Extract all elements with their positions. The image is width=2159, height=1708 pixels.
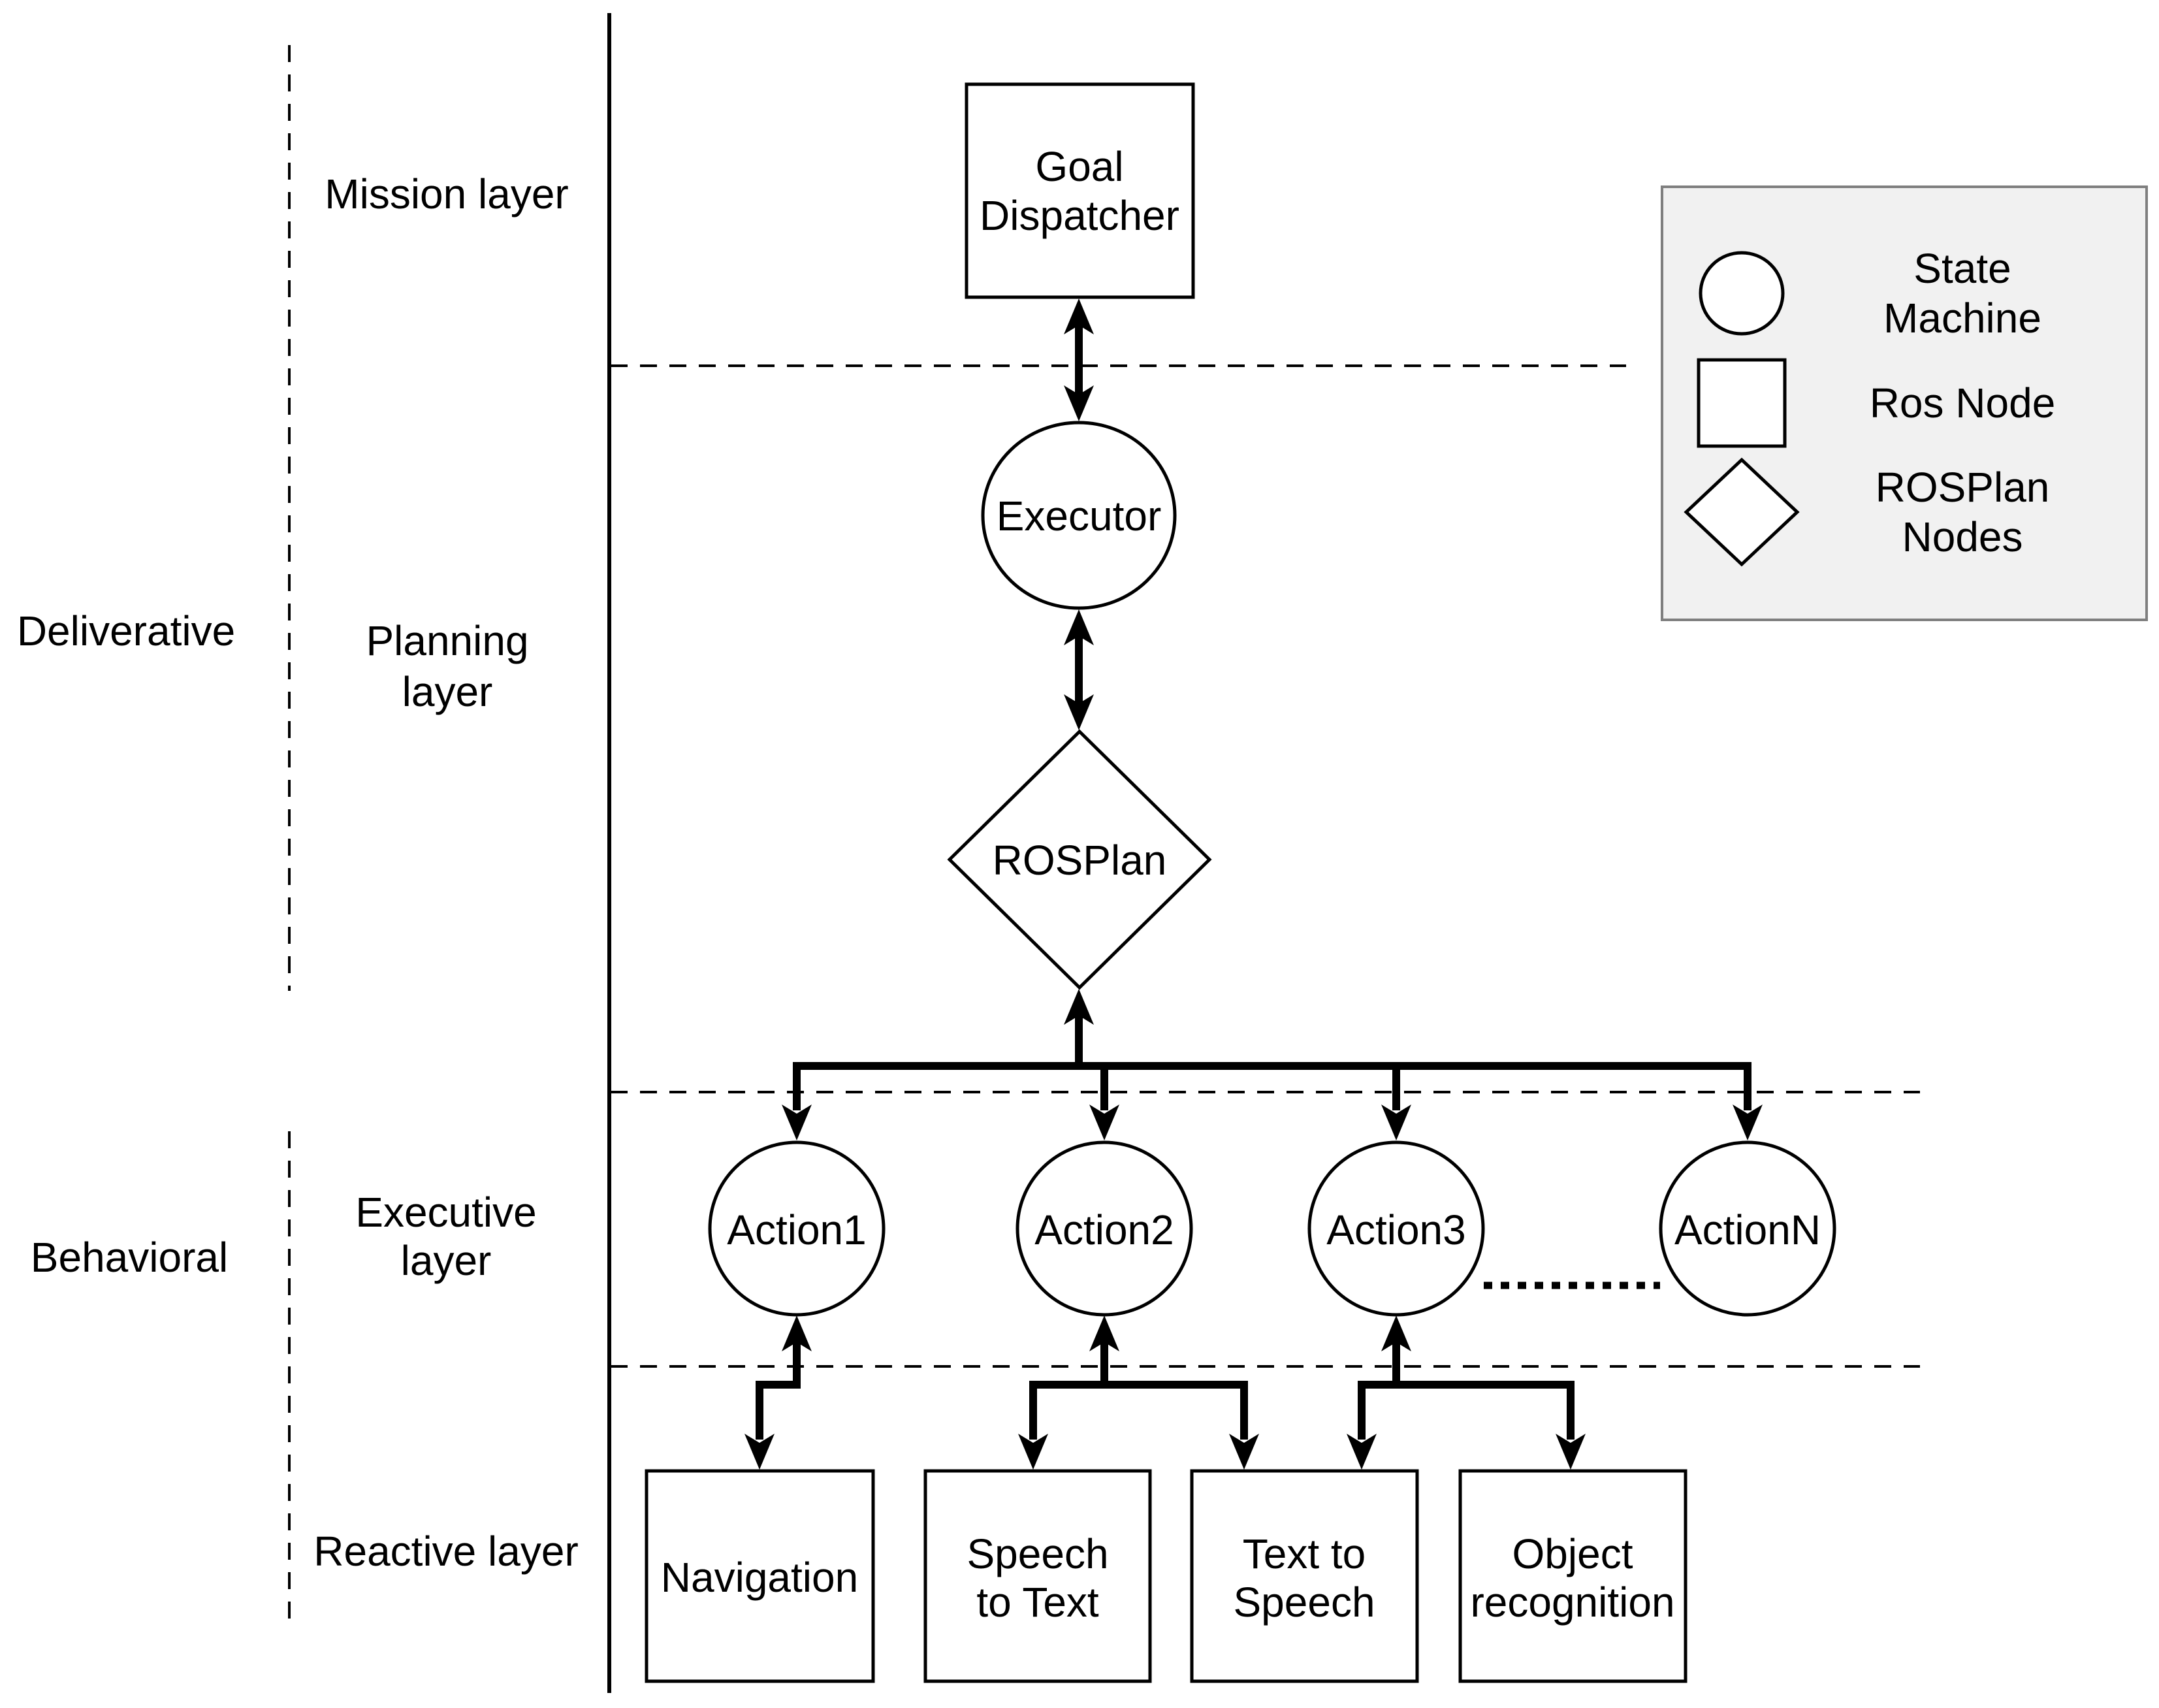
layer-label-planning-line1: Planning	[366, 617, 528, 664]
action1-label: Action1	[727, 1206, 866, 1253]
arrow-up-icon	[782, 1315, 812, 1351]
layer-label-mission: Mission layer	[325, 170, 568, 218]
ros-node-square-icon	[1697, 358, 1787, 448]
state-machine-circle-icon	[1699, 251, 1785, 336]
action2-label: Action2	[1034, 1206, 1174, 1253]
arrow-up-icon	[1064, 298, 1094, 334]
navigation-label: Navigation	[661, 1554, 858, 1601]
legend: State Machine Ros Node ROSPlan Nodes	[1661, 185, 2148, 621]
layer-label-planning-line2: layer	[402, 668, 493, 715]
layer-label-executive-line1: Executive	[355, 1189, 536, 1236]
arrow-down-icon	[1064, 694, 1094, 730]
arrow-down-icon	[1556, 1434, 1586, 1470]
goal-dispatcher-label-line2: Dispatcher	[980, 192, 1179, 239]
text-to-speech-box	[1190, 1469, 1419, 1683]
actionN-label: ActionN	[1674, 1206, 1821, 1253]
text-to-speech-label-line2: Speech	[1233, 1579, 1375, 1626]
rosplan-diamond	[947, 729, 1212, 990]
rosplan-nodes-diamond-icon	[1684, 457, 1800, 567]
group-label-behavioral: Behavioral	[31, 1234, 228, 1281]
arrow-up-icon	[1064, 609, 1094, 645]
rosplan-actions-connector	[782, 989, 1763, 1140]
action1-circle	[708, 1140, 886, 1317]
speech-to-text-label-line2: to Text	[976, 1579, 1099, 1626]
arrow-down-icon	[1064, 385, 1094, 421]
layer-label-executive-line2: layer	[401, 1237, 492, 1284]
speech-to-text-box	[923, 1469, 1152, 1683]
arrow-down-icon	[1089, 1104, 1119, 1140]
action1-navigation-connector	[744, 1315, 812, 1470]
rosplan-node: ROSPlan	[947, 729, 1212, 990]
object-recognition-node: Object recognition	[1458, 1469, 1687, 1683]
group-label-deliverative: Deliverative	[17, 607, 235, 654]
action3-label: Action3	[1326, 1206, 1465, 1253]
arrow-down-icon	[744, 1434, 775, 1470]
executor-node: Executor	[981, 421, 1177, 610]
action2-circle	[1016, 1140, 1193, 1317]
action1-node: Action1	[708, 1140, 886, 1317]
legend-rosplan-nodes-label-line1: ROSPlan	[1876, 464, 2050, 511]
speech-to-text-label-line1: Speech	[967, 1530, 1108, 1577]
arrow-up-icon	[1089, 1315, 1119, 1351]
arrow-down-icon	[1347, 1434, 1377, 1470]
arrow-up-icon	[1381, 1315, 1411, 1351]
arrow-up-icon	[1064, 989, 1094, 1025]
text-to-speech-node: Text to Speech	[1190, 1469, 1419, 1683]
arrow-down-icon	[1229, 1434, 1259, 1470]
action2-node: Action2	[1016, 1140, 1193, 1317]
legend-state-machine-label-line1: State	[1913, 245, 2011, 292]
action3-node: Action3	[1307, 1140, 1485, 1317]
object-recognition-box	[1458, 1469, 1687, 1683]
arrow-down-icon	[1733, 1104, 1763, 1140]
actionN-node: ActionN	[1659, 1140, 1836, 1317]
action2-reactive-connector	[1018, 1315, 1259, 1470]
actionN-circle	[1659, 1140, 1836, 1317]
navigation-box	[645, 1469, 875, 1683]
executor-rosplan-arrow	[1064, 609, 1094, 730]
goal-dispatcher-label-line1: Goal	[1035, 143, 1123, 190]
executor-label: Executor	[997, 492, 1162, 540]
goal-dispatcher-node: Goal Dispatcher	[965, 82, 1195, 299]
goal-executor-arrow	[1064, 298, 1094, 421]
arrow-down-icon	[782, 1104, 812, 1140]
arrow-down-icon	[1018, 1434, 1048, 1470]
text-to-speech-label-line1: Text to	[1243, 1530, 1366, 1577]
rosplan-label: ROSPlan	[993, 837, 1167, 884]
legend-ros-node-label: Ros Node	[1870, 379, 2056, 427]
navigation-node: Navigation	[645, 1469, 875, 1683]
legend-rosplan-nodes-label-line2: Nodes	[1902, 513, 2023, 560]
layer-label-reactive: Reactive layer	[313, 1528, 579, 1575]
legend-state-machine-label-line2: Machine	[1883, 295, 2041, 342]
arrow-down-icon	[1381, 1104, 1411, 1140]
goal-dispatcher-box	[965, 82, 1195, 299]
action3-reactive-connector	[1347, 1315, 1586, 1470]
executor-circle	[981, 421, 1177, 610]
object-recognition-label-line2: recognition	[1470, 1579, 1674, 1626]
action3-circle	[1307, 1140, 1485, 1317]
speech-to-text-node: Speech to Text	[923, 1469, 1152, 1683]
object-recognition-label-line1: Object	[1512, 1530, 1633, 1577]
